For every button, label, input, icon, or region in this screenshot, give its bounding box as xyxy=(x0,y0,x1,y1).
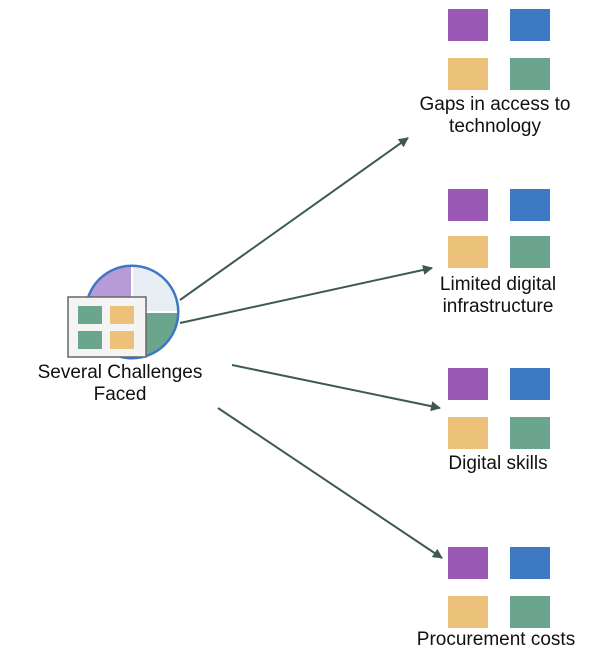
source-label-line2: Faced xyxy=(93,384,147,405)
target-label-gaps-in-access: Gaps in access to technology xyxy=(419,94,571,137)
target-label-procurement-costs: Procurement costs xyxy=(416,629,576,650)
source-node-label: Several Challenges Faced xyxy=(0,362,240,406)
target-label-limited-infrastructure: Limited digital infrastructure xyxy=(439,274,557,317)
target-label-digital-skills: Digital skills xyxy=(448,453,548,474)
arrow-to-procurement-costs xyxy=(217,407,443,559)
source-label-line1: Several Challenges xyxy=(37,362,203,383)
pie-chart-table-icon xyxy=(67,264,180,360)
arrow-to-limited-infrastructure xyxy=(179,265,433,324)
arrow-to-digital-skills xyxy=(231,364,441,412)
arrow-to-gaps-in-access xyxy=(179,137,409,301)
